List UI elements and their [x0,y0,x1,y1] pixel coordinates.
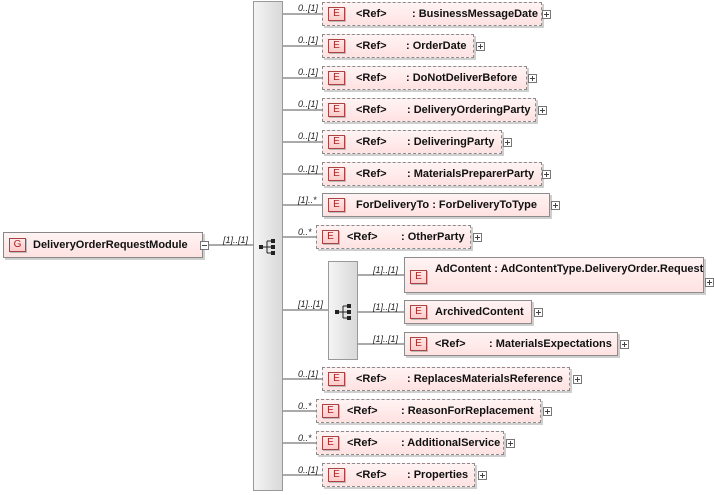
child-cardinality: 0..* [298,433,312,443]
root-cardinality: [1]..[1] [223,235,249,245]
element-other-party[interactable]: E <Ref> : OtherParty [316,225,471,249]
element-business-message-date[interactable]: E <Ref> : BusinessMessageDate [322,2,542,26]
ref-label: <Ref> [356,469,387,481]
expand-icon[interactable] [542,10,551,19]
element-archived-content[interactable]: E ArchivedContent [404,300,532,324]
ref-label: <Ref> [356,136,387,148]
expand-icon[interactable] [478,471,487,480]
expand-icon[interactable] [503,138,512,147]
element-name: : DeliveryOrderingParty [407,104,531,116]
child-cardinality: 0..[1] [298,131,319,141]
expand-icon[interactable] [705,278,714,287]
element-properties[interactable]: E <Ref> : Properties [322,463,475,487]
ref-label: <Ref> [347,405,378,417]
root-name: DeliveryOrderRequestModule [33,239,188,251]
element-name: : OrderDate [406,40,467,52]
group-item-cardinality: [1]..[1] [373,334,399,344]
element-do-not-deliver-before[interactable]: E <Ref> : DoNotDeliverBefore [322,66,527,90]
element-ad-content[interactable]: E AdContent : AdContentType.DeliveryOrde… [404,257,704,293]
expand-icon[interactable] [573,375,582,384]
root-group-box[interactable]: G DeliveryOrderRequestModule [3,232,209,258]
element-name: : OtherParty [401,231,465,243]
child-cardinality: 0..* [298,227,312,237]
element-badge-icon: E [328,39,345,53]
element-replaces-materials-reference[interactable]: E <Ref> : ReplacesMaterialsReference [322,367,570,391]
expand-icon[interactable] [620,340,629,349]
element-badge-icon: E [328,7,345,21]
expand-icon[interactable] [476,42,485,51]
ref-label: <Ref> [347,437,378,449]
child-cardinality: 0..[1] [298,67,319,77]
ref-label: <Ref> [356,104,387,116]
ref-label: <Ref> [435,338,466,350]
element-badge-icon: E [410,337,427,351]
expand-icon[interactable] [542,170,551,179]
element-name: : AdditionalService [401,437,501,449]
element-materials-preparer-party[interactable]: E <Ref> : MaterialsPreparerParty [322,162,542,186]
element-badge-icon: E [410,270,427,284]
element-name: : MaterialsPreparerParty [407,168,535,180]
sequence-icon [259,239,275,255]
ref-label: <Ref> [356,373,387,385]
group-item-cardinality: [1]..[1] [373,302,399,312]
element-name: : MaterialsExpectations [489,338,612,350]
element-badge-icon: E [322,436,339,450]
element-badge-icon: E [328,103,345,117]
expand-icon[interactable] [543,407,552,416]
element-badge-icon: E [328,198,345,212]
element-name: ForDeliveryTo : ForDeliveryToType [356,199,537,211]
element-badge-icon: E [328,71,345,85]
child-cardinality: 0..[1] [298,465,319,475]
expand-icon[interactable] [551,201,560,210]
ref-label: <Ref> [356,8,387,20]
group-cardinality: [1]..[1] [298,299,324,309]
element-badge-icon: E [328,167,345,181]
child-cardinality: 0..[1] [298,35,319,45]
element-badge-icon: E [322,230,339,244]
expand-icon[interactable] [506,439,515,448]
element-materials-expectations[interactable]: E <Ref> : MaterialsExpectations [404,332,618,356]
element-badge-icon: E [328,135,345,149]
expand-icon[interactable] [538,106,547,115]
element-name: : ReasonForReplacement [401,405,534,417]
ref-label: <Ref> [356,72,387,84]
element-badge-icon: E [410,305,427,319]
group-badge-icon: G [9,238,26,252]
element-name: : DeliveringParty [407,136,495,148]
child-cardinality: 0..* [298,401,312,411]
group-item-cardinality: [1]..[1] [373,265,399,275]
sequence-compositor[interactable] [253,1,283,491]
child-cardinality: [1]..* [298,195,317,205]
element-name: ArchivedContent [435,306,524,318]
element-for-delivery-to[interactable]: E ForDeliveryTo : ForDeliveryToType [322,193,550,217]
ref-label: <Ref> [356,40,387,52]
element-reason-for-replacement[interactable]: E <Ref> : ReasonForReplacement [316,399,541,423]
element-delivery-ordering-party[interactable]: E <Ref> : DeliveryOrderingParty [322,98,536,122]
collapse-icon[interactable] [200,241,209,250]
child-cardinality: 0..[1] [298,99,319,109]
element-badge-icon: E [328,468,345,482]
sequence-icon [335,304,351,320]
element-badge-icon: E [328,372,345,386]
child-cardinality: 0..[1] [298,369,319,379]
child-cardinality: 0..[1] [298,164,319,174]
element-name: : Properties [407,469,469,481]
expand-icon[interactable] [528,74,537,83]
ref-label: <Ref> [356,168,387,180]
element-name: : BusinessMessageDate [412,8,538,20]
nested-sequence-compositor[interactable] [328,261,358,360]
expand-icon[interactable] [534,308,543,317]
element-order-date[interactable]: E <Ref> : OrderDate [322,34,474,58]
ref-label: <Ref> [347,231,378,243]
element-delivering-party[interactable]: E <Ref> : DeliveringParty [322,130,502,154]
expand-icon[interactable] [473,233,482,242]
element-name: : ReplacesMaterialsReference [407,373,563,385]
child-cardinality: 0..[1] [298,3,319,13]
element-name: AdContent : AdContentType.DeliveryOrder.… [435,263,704,275]
element-name: : DoNotDeliverBefore [406,72,518,84]
element-badge-icon: E [322,404,339,418]
element-additional-service[interactable]: E <Ref> : AdditionalService [316,431,504,455]
